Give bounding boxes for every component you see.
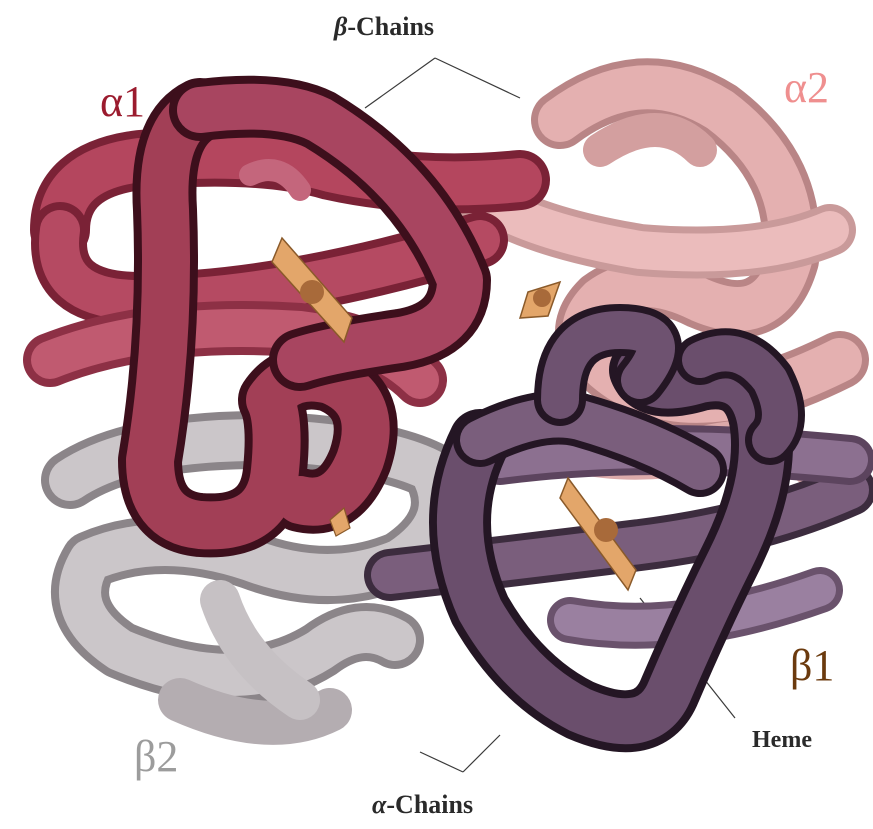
heme-label: Heme (752, 727, 812, 753)
beta-chains-label: β-Chains (334, 12, 435, 41)
beta1-chain (364, 304, 873, 753)
alpha-chains-label: α-Chains (372, 790, 474, 819)
alpha1-label: α1 (100, 77, 146, 126)
heme-alpha1 (271, 236, 353, 344)
beta2-label: β2 (134, 732, 179, 781)
alpha1-chain (23, 75, 550, 558)
heme-groups (271, 236, 637, 592)
heme-alpha2 (518, 280, 562, 319)
beta1-label: β1 (790, 641, 835, 690)
alpha2-label: α2 (784, 63, 830, 112)
heme-beta1 (559, 476, 637, 592)
heme-beta2 (329, 506, 351, 537)
